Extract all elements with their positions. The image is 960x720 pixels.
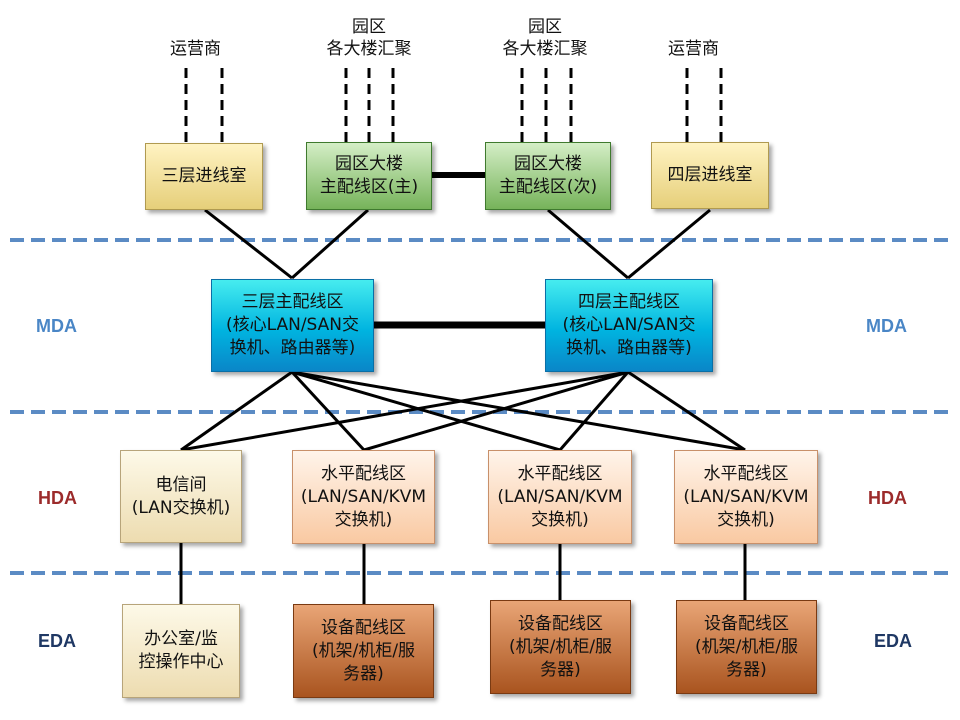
mda-label-right: MDA [866,316,907,336]
fourth-floor-main-distribution-area: 四层主配线区(核心LAN/SAN交换机、路由器等) [545,279,713,372]
office-monitoring-center: 办公室/监控操作中心 [122,604,240,698]
campus-label-1: 园区各大楼汇聚 [326,17,412,59]
third-floor-entrance-room: 三层进线室 [145,143,263,210]
mda-label-left: MDA [36,316,77,336]
eda-label-right: EDA [874,631,913,651]
campus-main-distribution-primary: 园区大楼主配线区(主) [306,142,432,210]
incoming-cables [184,68,723,145]
hda-label-left: HDA [38,488,77,508]
fourth-floor-entrance-room: 四层进线室 [651,142,769,209]
equipment-distribution-area-3: 设备配线区(机架/机柜/服务器) [676,600,817,694]
telecom-room: 电信间(LAN交换机) [120,450,242,543]
equipment-distribution-area-1: 设备配线区(机架/机柜/服务器) [293,604,434,698]
links [179,172,747,604]
carrier-label-right: 运营商 [668,39,719,59]
third-floor-main-distribution-area: 三层主配线区(核心LAN/SAN交换机、路由器等) [211,279,374,372]
campus-label-2: 园区各大楼汇聚 [502,17,588,59]
carrier-label-left: 运营商 [170,39,221,59]
eda-label-left: EDA [38,631,77,651]
equipment-distribution-area-2: 设备配线区(机架/机柜/服务器) [490,600,631,694]
hda-label-right: HDA [868,488,907,508]
campus-main-distribution-secondary: 园区大楼主配线区(次) [485,142,611,210]
